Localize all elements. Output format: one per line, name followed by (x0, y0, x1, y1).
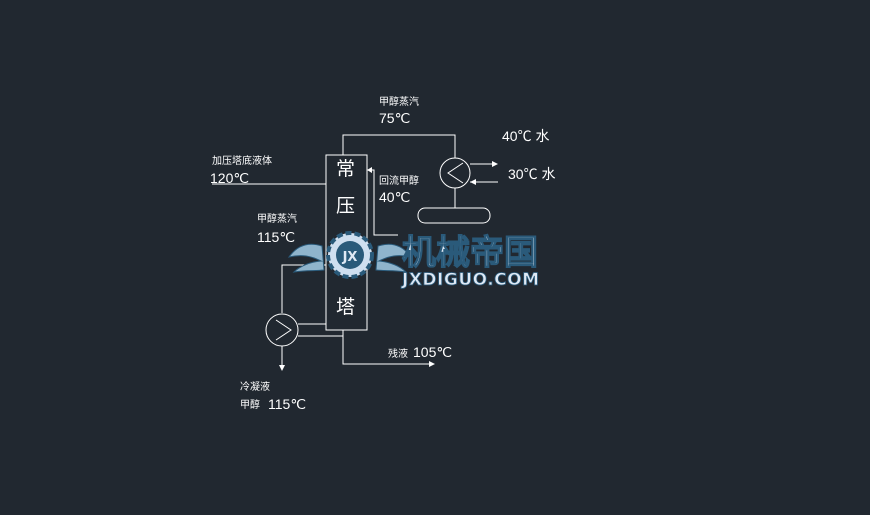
reboiler-vapor-name: 甲醇蒸汽 (257, 212, 297, 225)
condensate-name: 冷凝液 (240, 380, 270, 393)
reboiler-coil (275, 319, 292, 341)
top-vapor-name: 甲醇蒸汽 (379, 95, 419, 108)
residue-arrow (429, 361, 435, 367)
condensate-temp: 115℃ (268, 396, 306, 412)
residue-name: 残液 (388, 347, 408, 360)
cooling-water-out-label: 30℃ 水 (508, 166, 555, 182)
reflux-name: 回流甲醇 (379, 174, 419, 187)
right-wing-icon (375, 243, 413, 273)
watermark-name-cn: 机械帝国 (402, 233, 538, 273)
reflux-temp: 40℃ (379, 189, 410, 205)
reboiler (265, 313, 299, 347)
feed-name: 加压塔底液体 (212, 154, 272, 167)
reflux-arrow (367, 167, 372, 173)
tower-char-1: 常 (336, 158, 355, 180)
tower-char-3: 塔 (336, 296, 355, 318)
column-bottom-to-reboiler (298, 330, 344, 337)
reboiler-vapor-temp: 115℃ (257, 229, 295, 245)
condenser-coil (447, 162, 464, 184)
cooling-water-inlet-arrow (492, 161, 498, 167)
gear-inner (336, 241, 364, 269)
watermark-badge: JX (342, 250, 358, 265)
feed-temp: 120℃ (210, 170, 249, 186)
left-wing-icon (287, 243, 325, 273)
watermark-name-en: JXDIGUO.COM (401, 270, 540, 290)
condenser (439, 157, 471, 189)
cooling-water-outlet-arrow (470, 179, 476, 185)
reflux-drum (417, 207, 491, 224)
reboiler-vapor-line (281, 264, 326, 313)
top-vapor-temp: 75℃ (379, 110, 410, 126)
tower-char-2: 压 (336, 195, 355, 217)
residue-line (342, 336, 433, 365)
cooling-water-in-label: 40℃ 水 (502, 128, 549, 144)
condensate-label: 甲醇 (240, 398, 260, 411)
overhead-vapor-line (342, 134, 456, 158)
residue-temp: 105℃ (413, 344, 452, 360)
watermark-logo: JX 机械帝国 JXDIGUO.COM (287, 231, 540, 290)
condensate-arrow (279, 365, 285, 371)
